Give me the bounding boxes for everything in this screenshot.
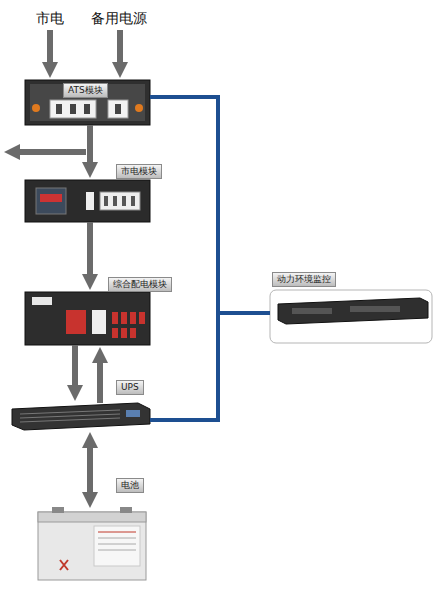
module-label: 电池 — [116, 478, 144, 493]
battery: 电池 — [38, 510, 146, 580]
monitor-link — [150, 313, 270, 420]
module-label: UPS — [116, 380, 144, 395]
input-arrow — [117, 30, 123, 62]
module-label: 动力环境监控 — [272, 272, 336, 287]
monitor-device — [270, 290, 432, 343]
source-label: 备用电源 — [91, 10, 147, 28]
output-arrow — [20, 149, 86, 155]
distribution-device — [25, 292, 150, 345]
module-label: 市电模块 — [116, 164, 162, 179]
input-arrow — [47, 30, 53, 62]
distribution-module: 综合配电模块 — [25, 292, 150, 345]
mains-module: 市电模块 — [25, 180, 150, 222]
monitor-unit: 动力环境监控 — [270, 290, 432, 343]
power-arrow — [87, 222, 93, 274]
battery-illustration — [38, 507, 146, 580]
ats-device — [25, 80, 150, 125]
power-arrow — [72, 345, 78, 385]
mains-device — [25, 180, 150, 222]
module-label: ATS模块 — [63, 83, 108, 98]
power-arrow — [87, 125, 93, 162]
power-arrow — [87, 448, 93, 492]
ats-module: ATS模块 — [25, 80, 150, 125]
ups-device — [12, 403, 150, 430]
ups-unit: UPS — [12, 403, 150, 430]
source-label: 市电 — [36, 10, 64, 28]
module-label: 综合配电模块 — [108, 277, 172, 292]
power-arrow — [97, 363, 103, 403]
